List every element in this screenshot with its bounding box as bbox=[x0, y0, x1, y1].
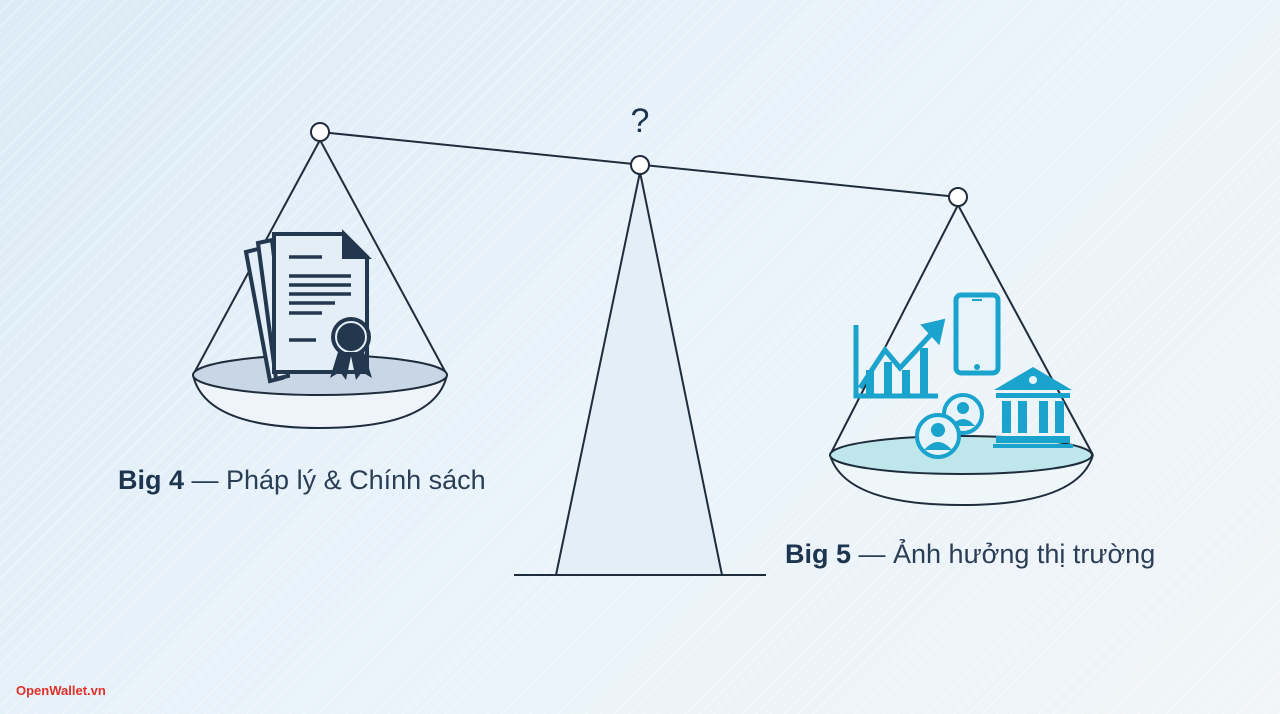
left-label-bold: Big 4 bbox=[118, 465, 185, 495]
users-icon bbox=[915, 393, 984, 459]
right-label-bold: Big 5 bbox=[785, 539, 852, 569]
growth-chart-icon bbox=[853, 318, 946, 399]
watermark: OpenWallet.vn bbox=[16, 683, 106, 698]
left-label-text: — Pháp lý & Chính sách bbox=[184, 465, 486, 495]
left-label: Big 4 — Pháp lý & Chính sách bbox=[118, 465, 486, 496]
legal-documents-certificate-icon bbox=[243, 229, 372, 384]
question-mark: ? bbox=[631, 102, 650, 140]
pillar bbox=[554, 171, 724, 576]
smartphone-icon bbox=[953, 292, 1001, 376]
right-label-text: — Ảnh hưởng thị trường bbox=[851, 539, 1156, 569]
right-label: Big 5 — Ảnh hưởng thị trường bbox=[785, 539, 1155, 570]
bank-icon bbox=[993, 367, 1073, 448]
pivot-points bbox=[310, 122, 968, 207]
